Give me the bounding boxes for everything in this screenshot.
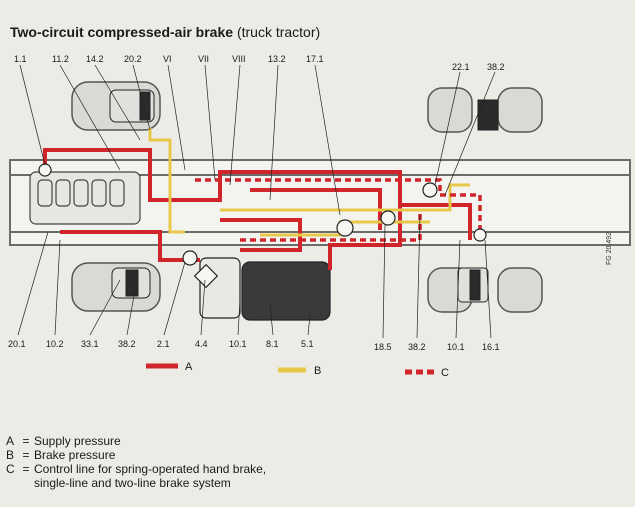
label-16-1: 16.1 bbox=[482, 342, 500, 352]
label-10-2: 10.2 bbox=[46, 339, 64, 349]
label-20-1: 20.1 bbox=[8, 339, 26, 349]
label-38-2-bottom-left: 38.2 bbox=[118, 339, 136, 349]
bottom-callout-lines bbox=[17, 214, 492, 339]
label-18-5: 18.5 bbox=[374, 342, 392, 352]
label-10-1-left: 10.1 bbox=[229, 339, 247, 349]
engine-block bbox=[29, 171, 141, 225]
label-10-1-right: 10.1 bbox=[447, 342, 465, 352]
label-vii: VII bbox=[198, 54, 209, 64]
label-22-1: 22.1 bbox=[452, 62, 470, 72]
figure-code: FG 20.492 bbox=[606, 231, 613, 265]
label-4-4: 4.4 bbox=[195, 339, 208, 349]
note-b: B=Brake pressure bbox=[6, 448, 274, 462]
legend-notes: A=Supply pressure B=Brake pressure C=Con… bbox=[6, 434, 274, 490]
legend-label-c: C bbox=[441, 367, 449, 379]
legend-label-b: B bbox=[314, 365, 321, 377]
title-main: Two-circuit compressed-air brake bbox=[10, 24, 234, 40]
note-text-a: Supply pressure bbox=[34, 434, 121, 448]
top-callout-lines bbox=[19, 64, 496, 216]
note-key-b: B bbox=[6, 448, 15, 462]
label-20-2: 20.2 bbox=[124, 54, 142, 64]
label-viii: VIII bbox=[232, 54, 246, 64]
label-11-2: 11.2 bbox=[52, 54, 69, 64]
legend: A B C bbox=[146, 361, 449, 379]
label-17-1: 17.1 bbox=[306, 54, 324, 64]
label-13-2: 13.2 bbox=[268, 54, 286, 64]
note-key-c: C bbox=[6, 462, 15, 476]
brake-chambers bbox=[109, 89, 499, 303]
diagram-title: Two-circuit compressed-air brake (truck … bbox=[10, 24, 320, 40]
label-14-2: 14.2 bbox=[86, 54, 104, 64]
label-1-1: 1.1 bbox=[14, 54, 27, 64]
note-text-c: Control line for spring-operated hand br… bbox=[34, 462, 267, 490]
label-8-1: 8.1 bbox=[266, 339, 279, 349]
note-key-a: A bbox=[6, 434, 15, 448]
note-text-b: Brake pressure bbox=[34, 448, 116, 462]
top-labels: 1.1 11.2 14.2 20.2 VI VII VIII 13.2 17.1… bbox=[14, 54, 505, 72]
label-38-2-top: 38.2 bbox=[487, 62, 505, 72]
label-5-1: 5.1 bbox=[301, 339, 314, 349]
bottom-labels: 20.1 10.2 33.1 38.2 2.1 4.4 10.1 8.1 5.1… bbox=[8, 339, 500, 352]
note-a: A=Supply pressure bbox=[6, 434, 274, 448]
label-38-2-bottom-right: 38.2 bbox=[408, 342, 426, 352]
legend-label-a: A bbox=[185, 361, 193, 373]
note-c: C=Control line for spring-operated hand … bbox=[6, 462, 274, 490]
air-reservoirs bbox=[199, 257, 331, 321]
label-33-1: 33.1 bbox=[81, 339, 99, 349]
label-2-1: 2.1 bbox=[157, 339, 170, 349]
title-sub: (truck tractor) bbox=[236, 24, 321, 40]
supply-lines bbox=[43, 148, 472, 270]
label-vi: VI bbox=[163, 54, 172, 64]
valves bbox=[38, 163, 487, 289]
